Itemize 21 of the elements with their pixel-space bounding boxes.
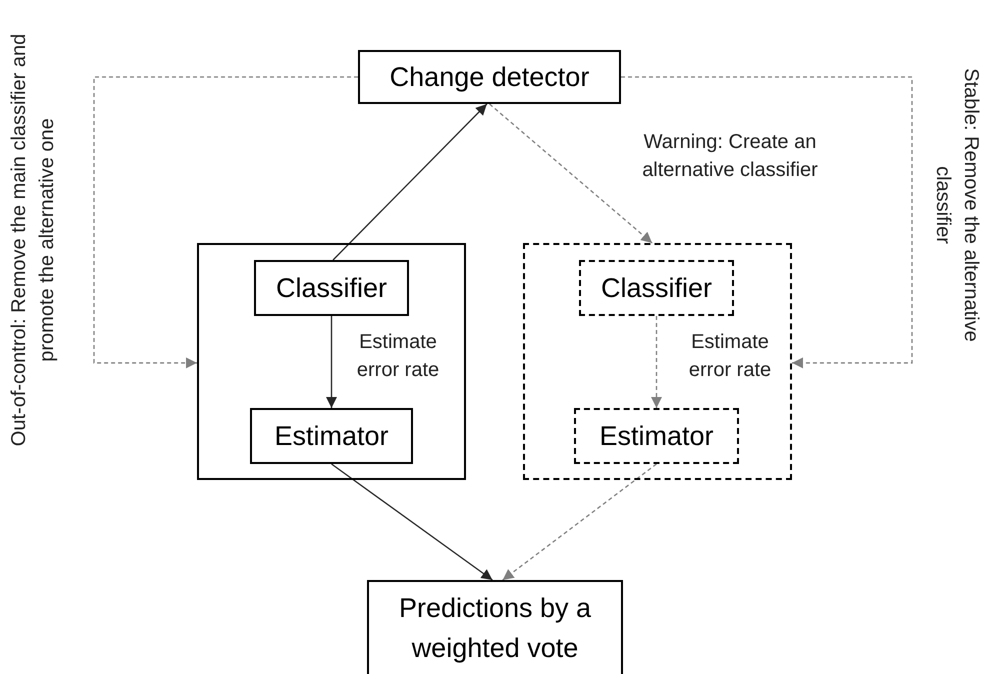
process-box [250, 408, 413, 464]
node-label: Estimator [274, 420, 389, 453]
process-box [254, 260, 409, 316]
process-box [574, 408, 739, 464]
arrow [93, 76, 358, 368]
arrow [326, 316, 337, 408]
group-box [197, 243, 466, 480]
node-label: Predictions by a weighted vote [398, 592, 592, 665]
arrow [621, 76, 913, 368]
node-label: Estimator [599, 420, 714, 453]
node-label: Classifier [276, 272, 388, 305]
process-box [579, 260, 734, 316]
output-box [367, 580, 623, 674]
process-box [358, 50, 621, 104]
arrow [331, 463, 493, 581]
node-label: Change detector [390, 60, 590, 94]
arrow [489, 104, 653, 244]
node-label: Classifier [600, 272, 712, 305]
arrow [651, 316, 662, 408]
edge-label: Out-of-control: Remove the main classifier and promote the alternative one [7, 32, 59, 448]
edge-label: Stable: Remove the alternative classifier [931, 67, 983, 344]
